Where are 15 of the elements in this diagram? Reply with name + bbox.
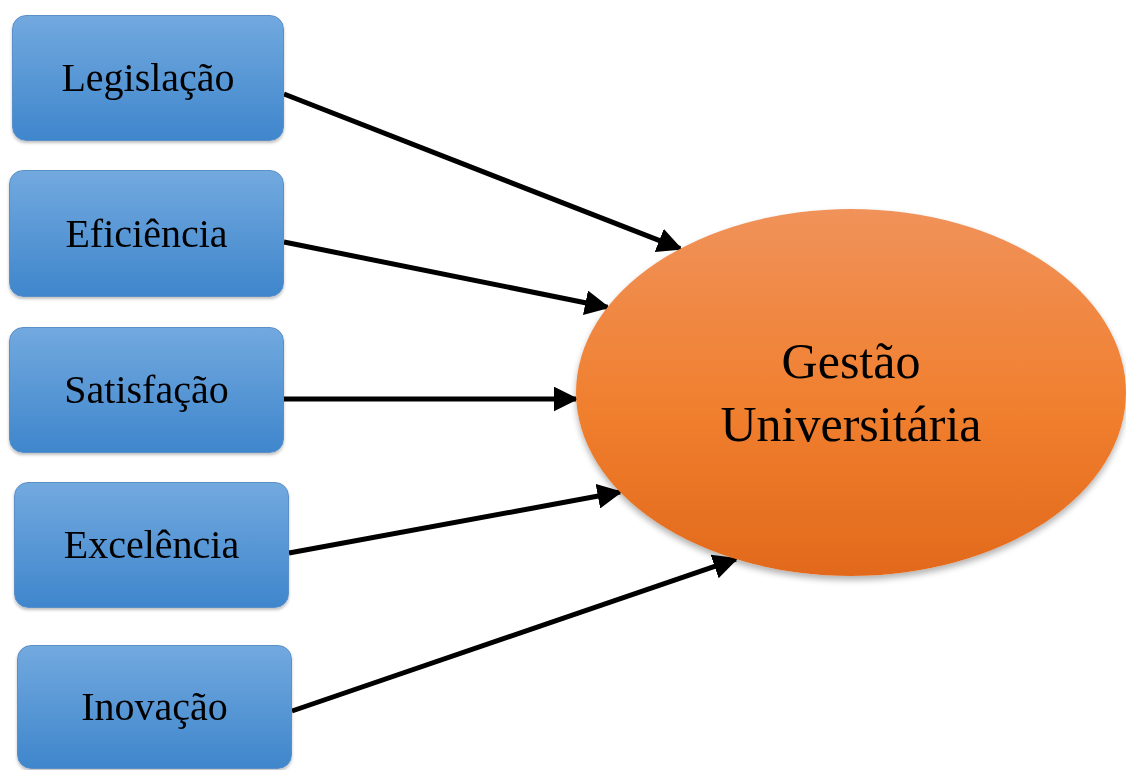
process-box [14, 482, 289, 608]
node-label: Excelência [63, 523, 240, 567]
process-box [12, 15, 284, 141]
node-label: Eficiência [65, 211, 228, 256]
arrow [291, 554, 739, 714]
node-label: Satisfação [64, 368, 229, 412]
arrow [283, 91, 683, 253]
arrow [283, 239, 610, 315]
node-label: Legislação [61, 56, 235, 100]
node-label: Gestão Universitária [719, 332, 983, 454]
process-box [9, 327, 284, 453]
process-box [17, 645, 292, 769]
node-label: Inovação [81, 685, 228, 729]
arrow [288, 483, 623, 556]
process-box [9, 170, 284, 297]
